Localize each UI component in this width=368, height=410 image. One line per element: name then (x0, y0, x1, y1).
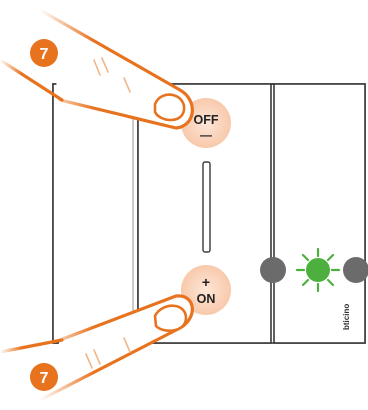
finger-bottom-icon (0, 294, 194, 402)
led-indicator-icon (295, 247, 341, 293)
on-label: ON (197, 292, 216, 306)
right-knob (343, 257, 368, 283)
brand-logo: bticino (342, 304, 351, 330)
on-press-glow (181, 265, 231, 315)
step-badge-bottom-label: 7 (40, 370, 49, 387)
step-badge-top: 7 (30, 39, 58, 67)
finger-top-icon (0, 8, 194, 130)
left-module (52, 83, 139, 344)
center-slot (202, 161, 211, 253)
on-plus-label: + (202, 274, 210, 290)
off-label: OFF (194, 113, 219, 127)
right-module (273, 83, 366, 344)
step-badge-bottom: 7 (30, 363, 58, 391)
left-knob (260, 257, 286, 283)
step-badge-top-label: 7 (40, 46, 49, 63)
on-button[interactable]: + ON (181, 265, 231, 315)
off-minus-label: — (200, 128, 212, 142)
